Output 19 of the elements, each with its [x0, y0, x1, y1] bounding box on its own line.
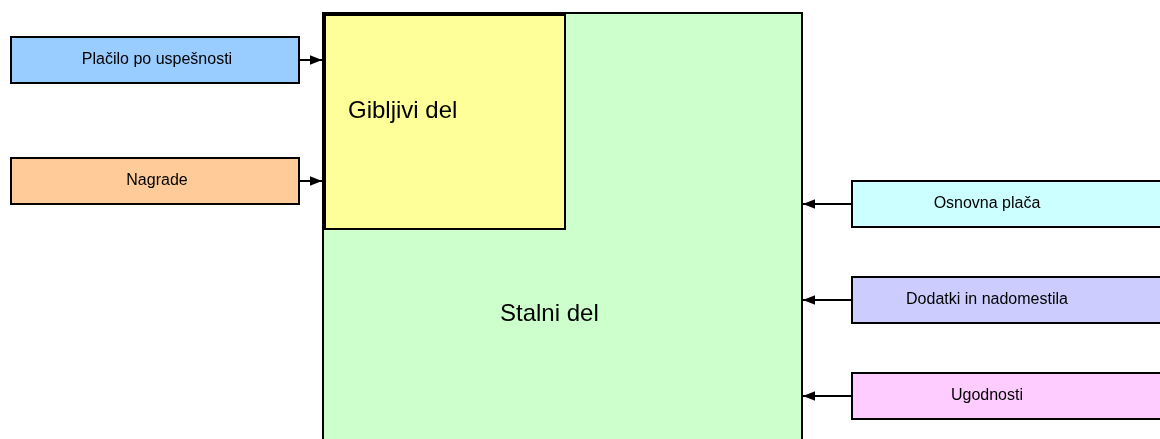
- box-label: Nagrade: [125, 171, 189, 190]
- area-label: Gibljivi del: [348, 96, 458, 124]
- arrow: [802, 391, 852, 401]
- arrow: [802, 199, 852, 209]
- input-box: [851, 372, 1160, 420]
- input-box: [851, 180, 1160, 228]
- input-box: [851, 276, 1160, 324]
- box-label: Ugodnosti: [949, 386, 1024, 405]
- arrow: [802, 295, 852, 305]
- box-label: Dodatki in nadomestila: [905, 290, 1069, 309]
- box-label: Osnovna plača: [932, 194, 1042, 213]
- input-box: [10, 36, 300, 84]
- arrow: [299, 55, 323, 65]
- area-label: Stalni del: [500, 299, 599, 327]
- box-label: Plačilo po uspešnosti: [80, 50, 234, 69]
- component-area: [324, 14, 566, 230]
- component-area: [322, 12, 803, 439]
- arrow: [299, 176, 323, 186]
- input-box: [10, 157, 300, 205]
